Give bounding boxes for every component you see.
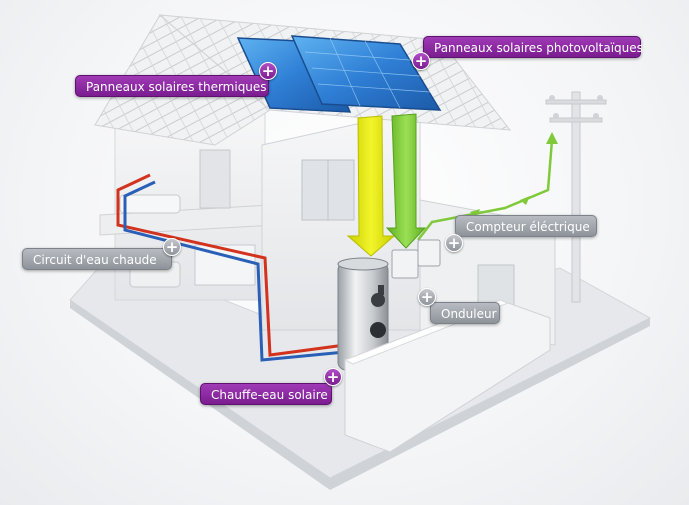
callout-inverter[interactable]: Onduleur (430, 302, 500, 324)
electricity-arrow (385, 113, 427, 249)
cold-water-pipe (123, 180, 346, 362)
photovoltaic-plus-icon[interactable]: + (412, 52, 430, 70)
interior-door (199, 149, 231, 209)
hot-water-pipe (116, 173, 346, 357)
callout-inverter-label: Onduleur (441, 307, 497, 321)
inverter-plus-icon[interactable]: + (418, 288, 436, 306)
electric-meter-box (417, 239, 441, 267)
callout-thermal-panels[interactable]: Panneaux solaires thermiques (75, 75, 269, 97)
thermal-plus-icon[interactable]: + (259, 62, 277, 80)
callout-hot-water-circuit-label: Circuit d'eau chaude (33, 253, 157, 267)
callout-photovoltaic-panels[interactable]: Panneaux solaires photovoltaïques (423, 36, 643, 58)
meter-plus-icon[interactable]: + (445, 234, 463, 252)
inverter-box (391, 249, 419, 279)
utility-pole (545, 91, 607, 303)
solar-heat-arrow (346, 115, 396, 257)
water-heater-plus-icon[interactable]: + (324, 368, 342, 386)
callout-electric-meter-label: Compteur éléctrique (466, 220, 590, 234)
callout-electric-meter[interactable]: Compteur éléctrique (455, 215, 597, 237)
callout-thermal-panels-label: Panneaux solaires thermiques (86, 80, 267, 94)
interior-bathtub (119, 194, 181, 214)
solar-photovoltaic-panel (290, 35, 442, 111)
callout-hot-water-circuit[interactable]: Circuit d'eau chaude (22, 248, 172, 270)
hot-water-circuit-plus-icon[interactable]: + (163, 238, 181, 256)
callout-solar-water-heater-label: Chauffe-eau solaire (211, 388, 328, 402)
grid-connection-line (417, 139, 554, 241)
callout-solar-water-heater[interactable]: Chauffe-eau solaire (200, 383, 332, 405)
solar-water-heater-tank (337, 257, 389, 371)
callout-photovoltaic-panels-label: Panneaux solaires photovoltaïques (434, 41, 643, 55)
